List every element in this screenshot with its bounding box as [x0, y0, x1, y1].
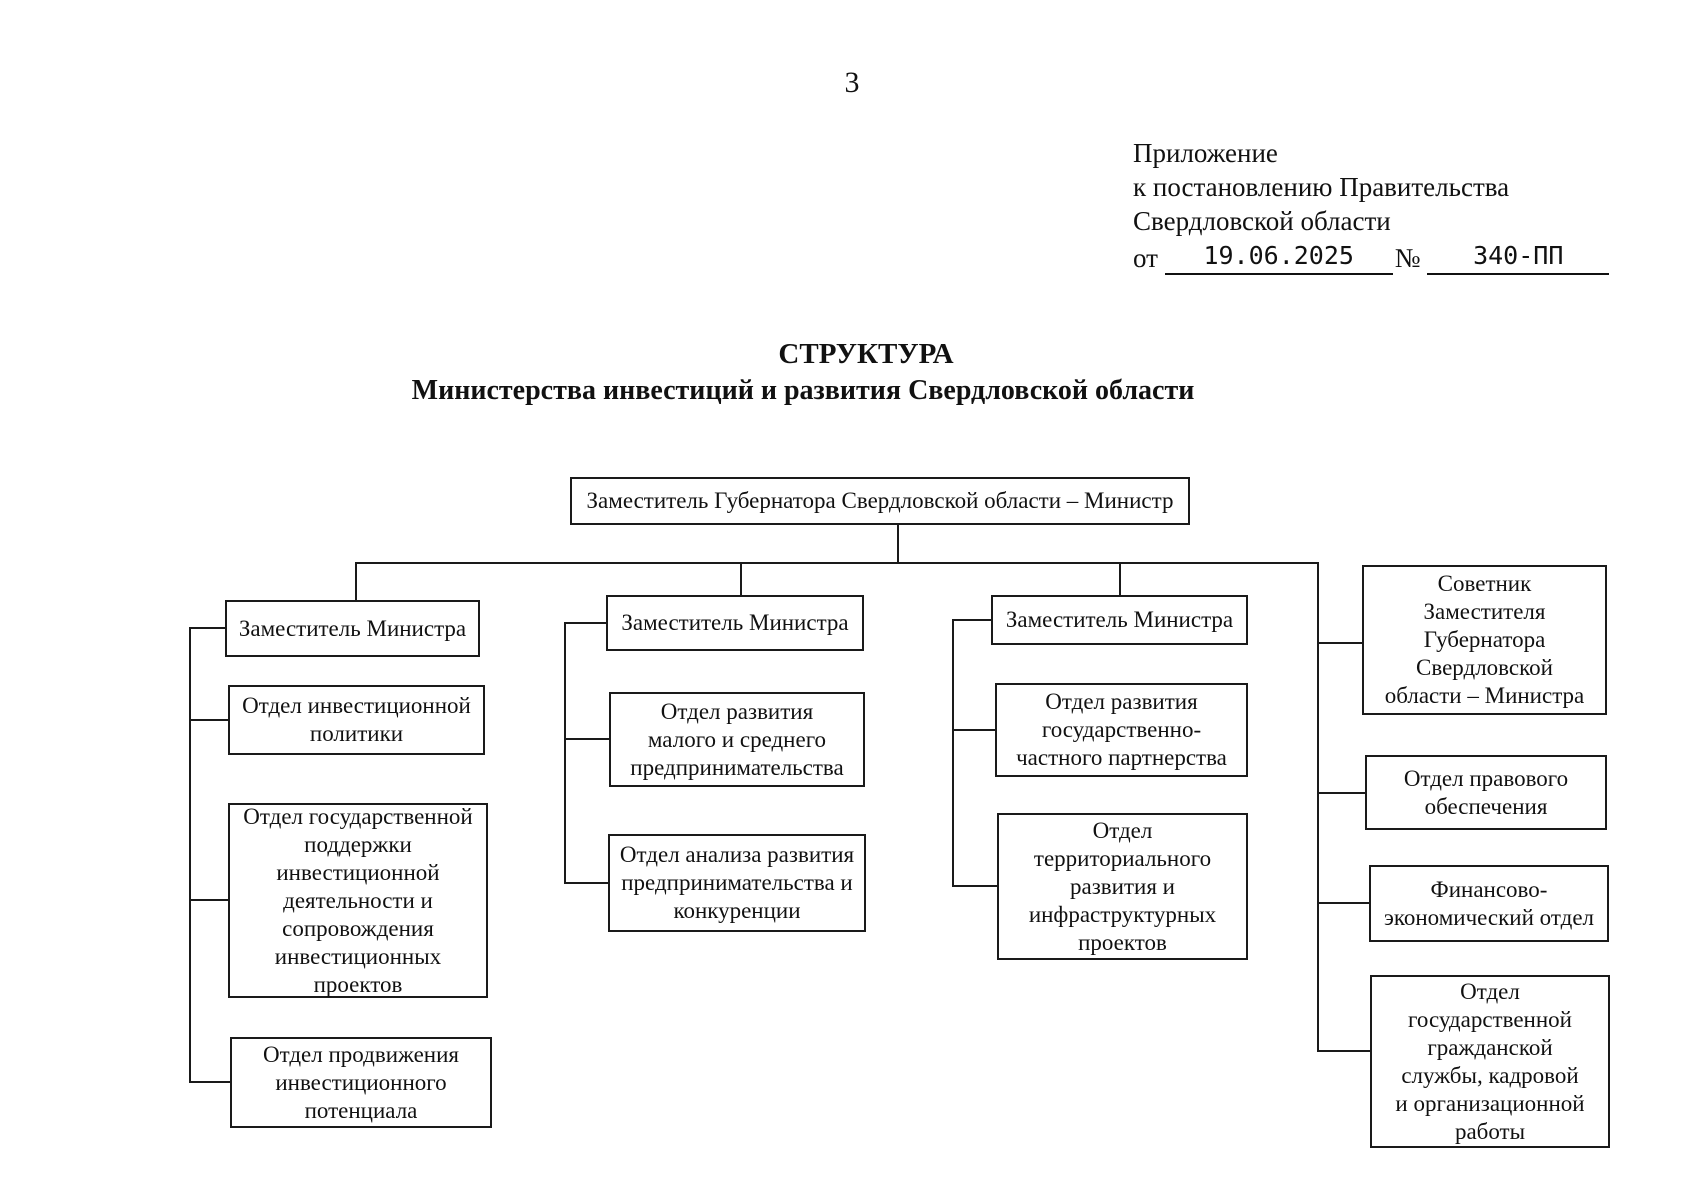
connector-line: [189, 719, 229, 721]
document-subtitle: Министерства инвестиций и развития Сверд…: [411, 375, 1195, 406]
connector-line: [1119, 562, 1121, 596]
document-title: СТРУКТУРА: [778, 338, 954, 370]
connector-line: [1317, 642, 1363, 644]
connector-line: [1317, 902, 1370, 904]
connector-line: [189, 1081, 231, 1083]
connector-line: [564, 738, 610, 740]
connector-line: [1317, 562, 1319, 1052]
connector-line: [564, 882, 609, 884]
page-number: 3: [844, 66, 860, 99]
connector-line: [952, 729, 996, 731]
number-sign: №: [1394, 243, 1421, 273]
appendix-line-1: Приложение: [1133, 138, 1278, 168]
connector-line: [952, 885, 998, 887]
appendix-line-3: Свердловской области: [1133, 206, 1391, 236]
org-box-deputy-minister-1: Заместитель Министра: [225, 600, 480, 657]
org-box-territorial-development-dept: Отдел территориального развития и инфрас…: [997, 813, 1248, 960]
connector-line: [189, 627, 226, 629]
connector-line: [1317, 792, 1366, 794]
org-box-ppp-development-dept: Отдел развития государственно- частного …: [995, 683, 1248, 777]
org-box-civil-service-hr-dept: Отдел государственной гражданской службы…: [1370, 975, 1610, 1148]
org-box-minister: Заместитель Губернатора Свердловской обл…: [570, 477, 1190, 525]
connector-line: [564, 622, 607, 624]
connector-line: [355, 562, 1319, 564]
connector-line: [897, 525, 899, 563]
document-date: 19.06.2025: [1164, 239, 1393, 275]
org-box-entrepreneurship-analysis-dept: Отдел анализа развития предпринимательст…: [608, 834, 866, 932]
org-box-financial-economic-dept: Финансово- экономический отдел: [1369, 865, 1609, 942]
document-number: 340-ПП: [1427, 239, 1610, 275]
org-box-legal-support-dept: Отдел правового обеспечения: [1365, 755, 1607, 830]
org-box-investment-promotion-dept: Отдел продвижения инвестиционного потенц…: [230, 1037, 492, 1128]
date-prefix-label: от: [1133, 243, 1158, 273]
org-box-deputy-minister-2: Заместитель Министра: [606, 595, 864, 651]
connector-line: [952, 619, 954, 887]
connector-line: [952, 619, 992, 621]
connector-line: [564, 622, 566, 884]
connector-line: [355, 562, 357, 601]
appendix-block: Приложение к постановлению Правительства…: [1133, 136, 1610, 275]
connector-line: [189, 627, 191, 1083]
org-box-sme-development-dept: Отдел развития малого и среднего предпри…: [609, 692, 865, 787]
connector-line: [740, 562, 742, 596]
connector-line: [1317, 1050, 1371, 1052]
connector-line: [189, 899, 229, 901]
appendix-line-2: к постановлению Правительства: [1133, 172, 1510, 202]
org-box-investment-policy-dept: Отдел инвестиционной политики: [228, 685, 485, 755]
org-box-advisor: Советник Заместителя Губернатора Свердло…: [1362, 565, 1607, 715]
org-box-deputy-minister-3: Заместитель Министра: [991, 595, 1248, 645]
org-box-state-support-dept: Отдел государственной поддержки инвестиц…: [228, 803, 488, 998]
